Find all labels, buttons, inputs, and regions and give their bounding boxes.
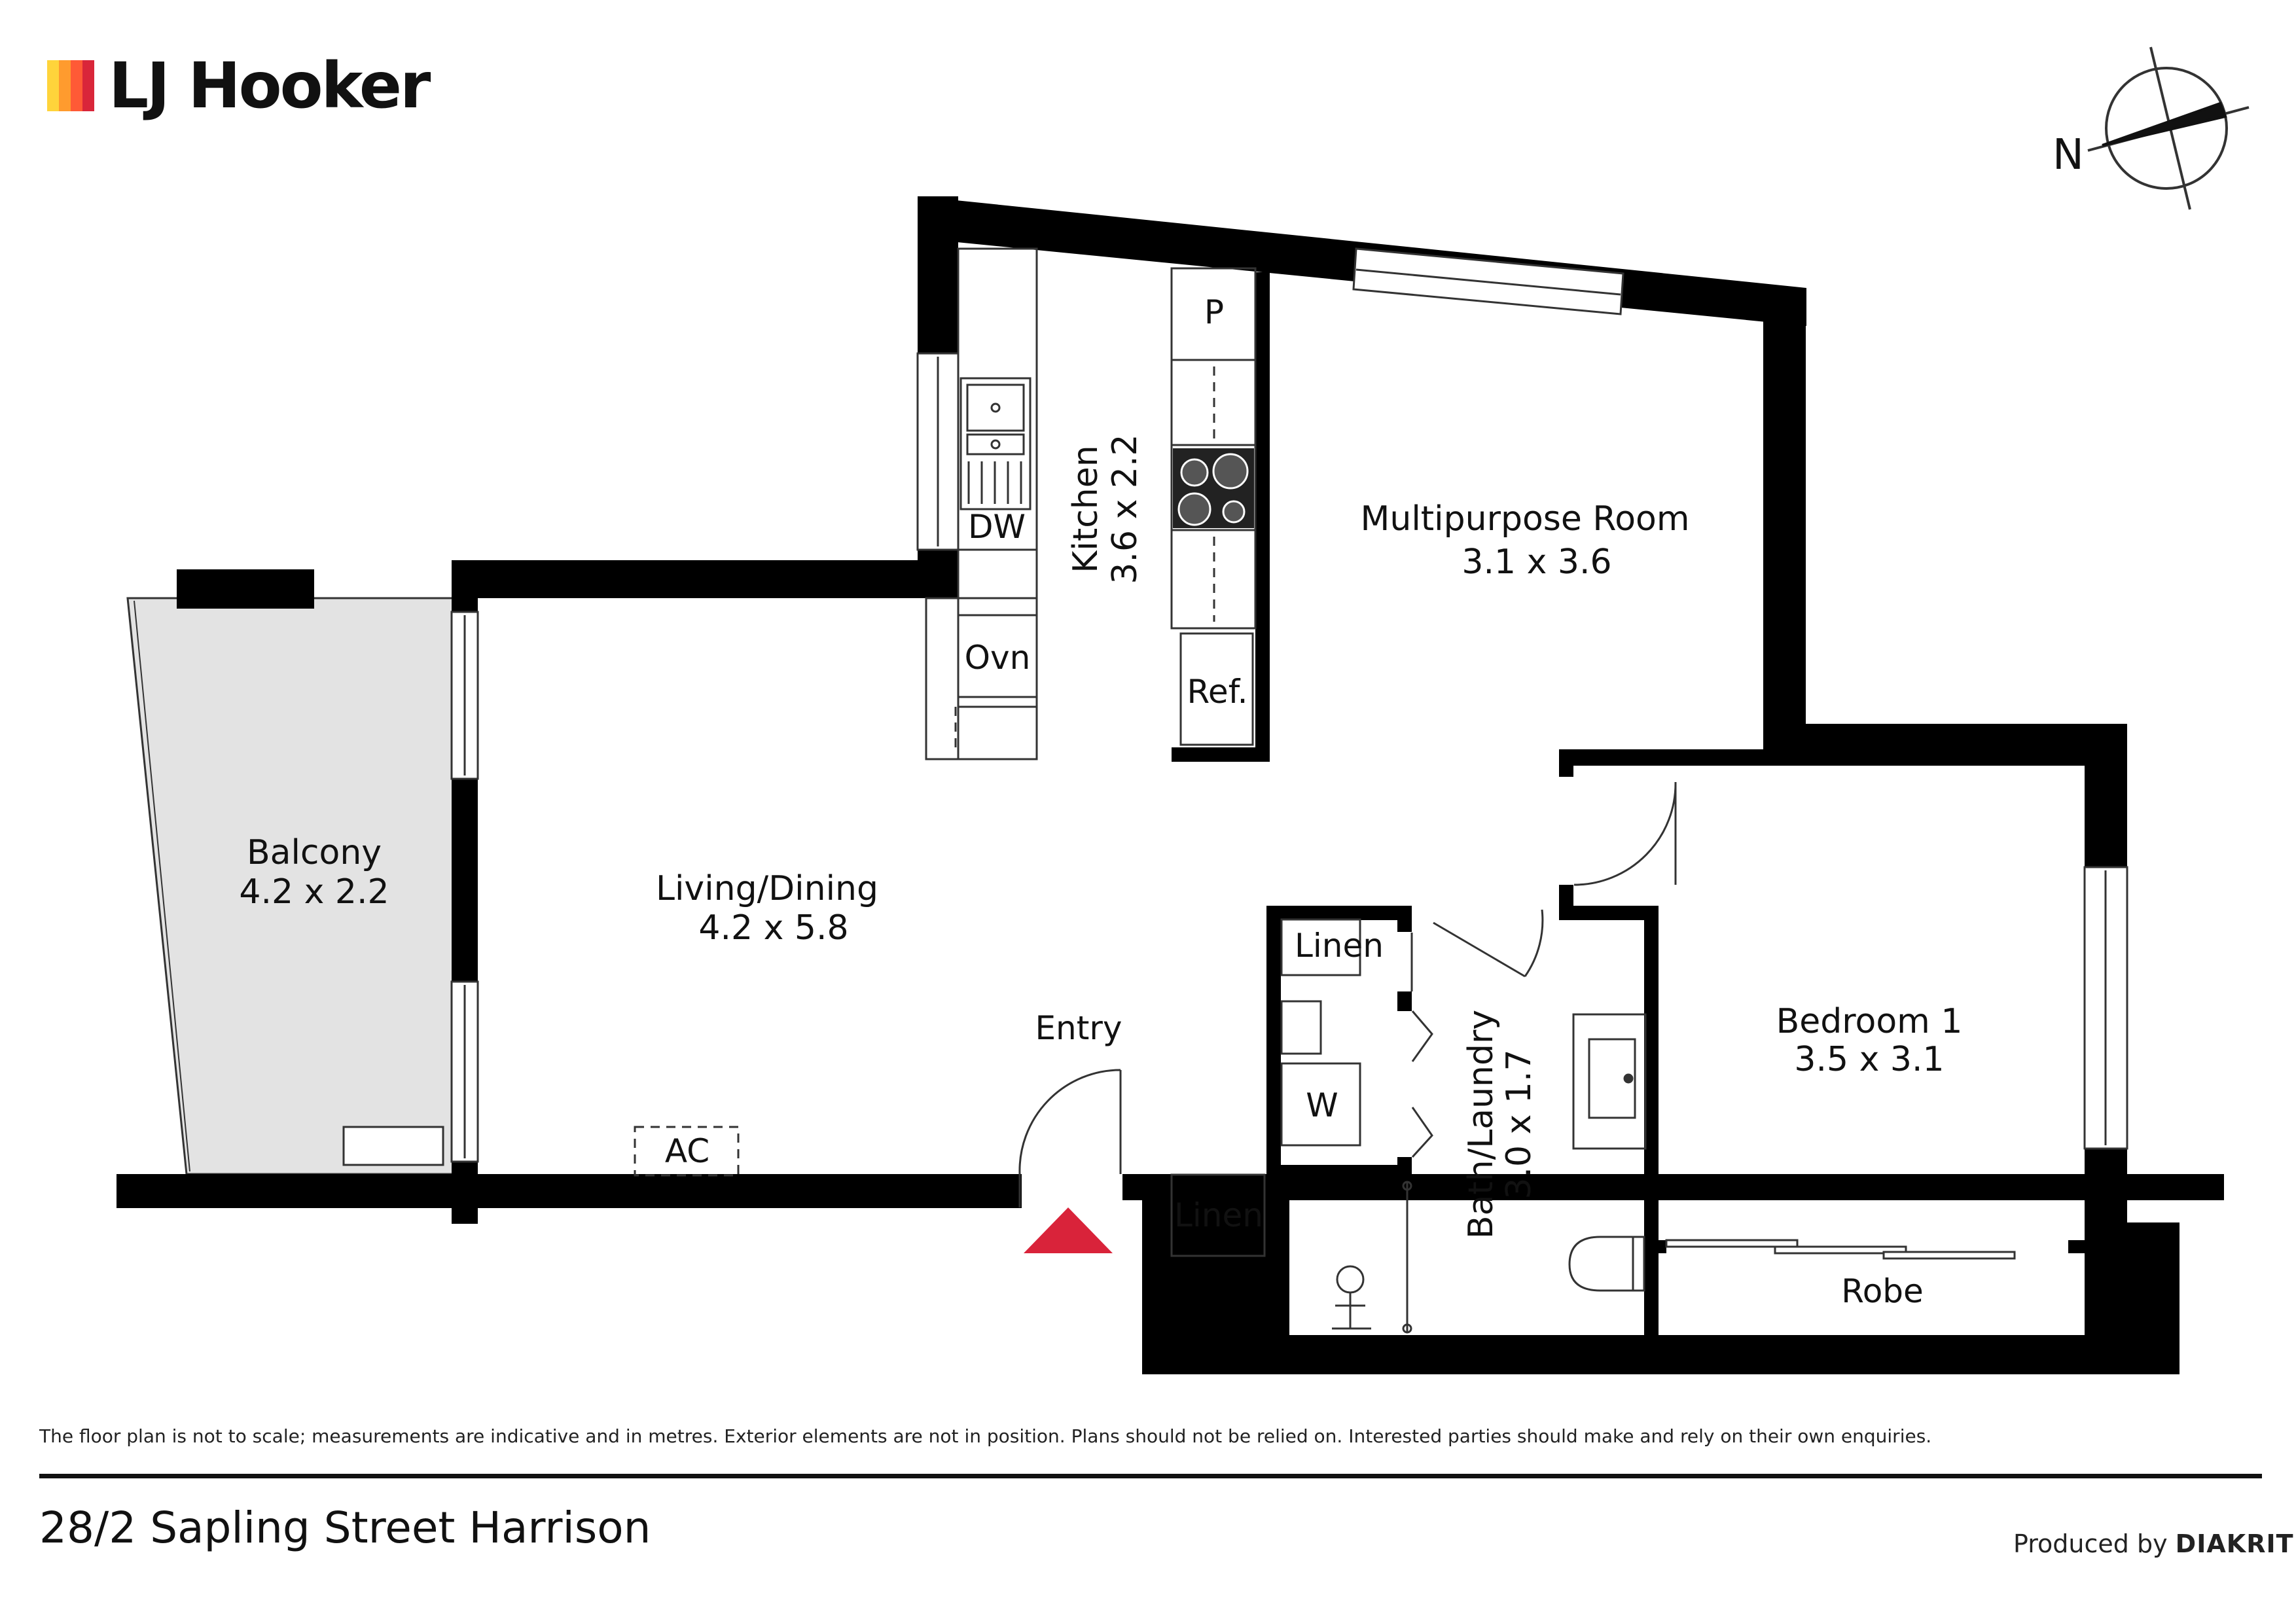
cooktop-icon: [1173, 448, 1254, 528]
compass-north-label: N: [2053, 131, 2084, 179]
entry-label: Entry: [1035, 1009, 1122, 1047]
pantry-label: P: [1204, 293, 1224, 331]
compass-icon: [2087, 46, 2250, 210]
kitchen-benches: [925, 247, 1257, 760]
produced-by-label: Produced by: [2013, 1529, 2168, 1558]
living-name: Living/Dining: [656, 869, 878, 908]
windows: [450, 247, 2128, 1163]
balcony-table: [342, 1126, 444, 1166]
dishwasher-label: DW: [968, 508, 1026, 546]
toilet-icon: [1568, 1236, 1645, 1292]
bedroom-name: Bedroom 1: [1776, 1002, 1963, 1041]
bedroom-size: 3.5 x 3.1: [1794, 1040, 1944, 1079]
footer-divider: [39, 1474, 2262, 1478]
aircon-label: AC: [665, 1132, 709, 1170]
balcony-wall-block: [177, 569, 314, 609]
oven-label: Ovn: [965, 639, 1031, 677]
entry-marker-icon: [1024, 1207, 1113, 1253]
washer-label: W: [1306, 1086, 1338, 1124]
bath-fittings: [1280, 918, 1413, 1147]
interior-walls: [1172, 272, 2090, 1338]
kitchen-size: 3.6 x 2.2: [1105, 434, 1145, 584]
doors: [1018, 781, 1677, 1257]
disclaimer-text: The floor plan is not to scale; measurem…: [39, 1425, 1932, 1447]
producer-name: DIAKRIT: [2175, 1529, 2294, 1558]
linen-hall-label: Linen: [1295, 927, 1384, 965]
aircon-unit: [634, 1126, 740, 1177]
brand-name: LJ Hooker: [109, 49, 431, 122]
kitchen-name: Kitchen: [1066, 445, 1105, 573]
multipurpose-size: 3.1 x 3.6: [1462, 543, 1611, 582]
vanity-basin-icon: [1572, 1013, 1647, 1150]
brand-logo: LJ Hooker: [47, 49, 431, 122]
balcony-size: 4.2 x 2.2: [239, 872, 389, 912]
balcony-name: Balcony: [247, 833, 382, 872]
bath-size: 3.0 x 1.7: [1499, 1049, 1539, 1199]
bath-name: Bath/Laundry: [1462, 1010, 1501, 1239]
fridge-label: Ref.: [1187, 673, 1247, 711]
linen-entry-label: Linen: [1174, 1196, 1263, 1234]
multipurpose-name: Multipurpose Room: [1361, 499, 1690, 539]
robe-label: Robe: [1841, 1272, 1924, 1310]
living-size: 4.2 x 5.8: [698, 908, 848, 948]
brand-mark-icon: [47, 60, 94, 111]
kitchen-sink-icon: [960, 377, 1031, 510]
producer-credit: Produced by DIAKRIT: [2013, 1529, 2294, 1558]
shower-icon: [1332, 1181, 1412, 1334]
property-address: 28/2 Sapling Street Harrison: [39, 1503, 651, 1553]
robe-sliding-doors: [1665, 1239, 2016, 1260]
